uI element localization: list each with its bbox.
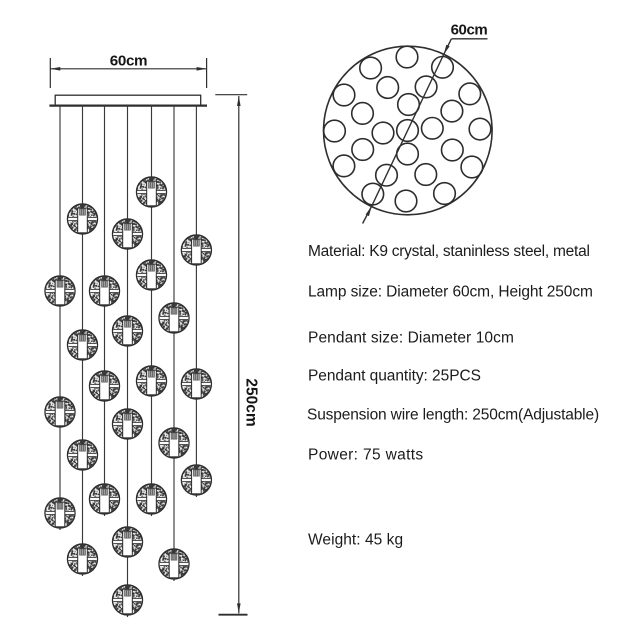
- svg-text:Pendant quantity: 25PCS: Pendant quantity: 25PCS: [308, 368, 481, 385]
- svg-text:Power: 75 watts: Power: 75 watts: [308, 447, 424, 464]
- svg-text:Lamp size: Diameter 60cm, Heig: Lamp size: Diameter 60cm, Height 250cm: [308, 284, 593, 301]
- svg-text:Material: K9 crystal, staninle: Material: K9 crystal, staninless steel, …: [308, 243, 590, 260]
- svg-text:Pendant size: Diameter 10cm: Pendant size: Diameter 10cm: [308, 330, 514, 347]
- svg-text:250cm: 250cm: [243, 378, 260, 426]
- svg-text:Suspension wire length: 250cm(: Suspension wire length: 250cm(Adjustable…: [307, 407, 599, 424]
- svg-text:60cm: 60cm: [110, 52, 147, 69]
- svg-text:60cm: 60cm: [451, 22, 488, 39]
- svg-text:Weight: 45 kg: Weight: 45 kg: [308, 532, 403, 549]
